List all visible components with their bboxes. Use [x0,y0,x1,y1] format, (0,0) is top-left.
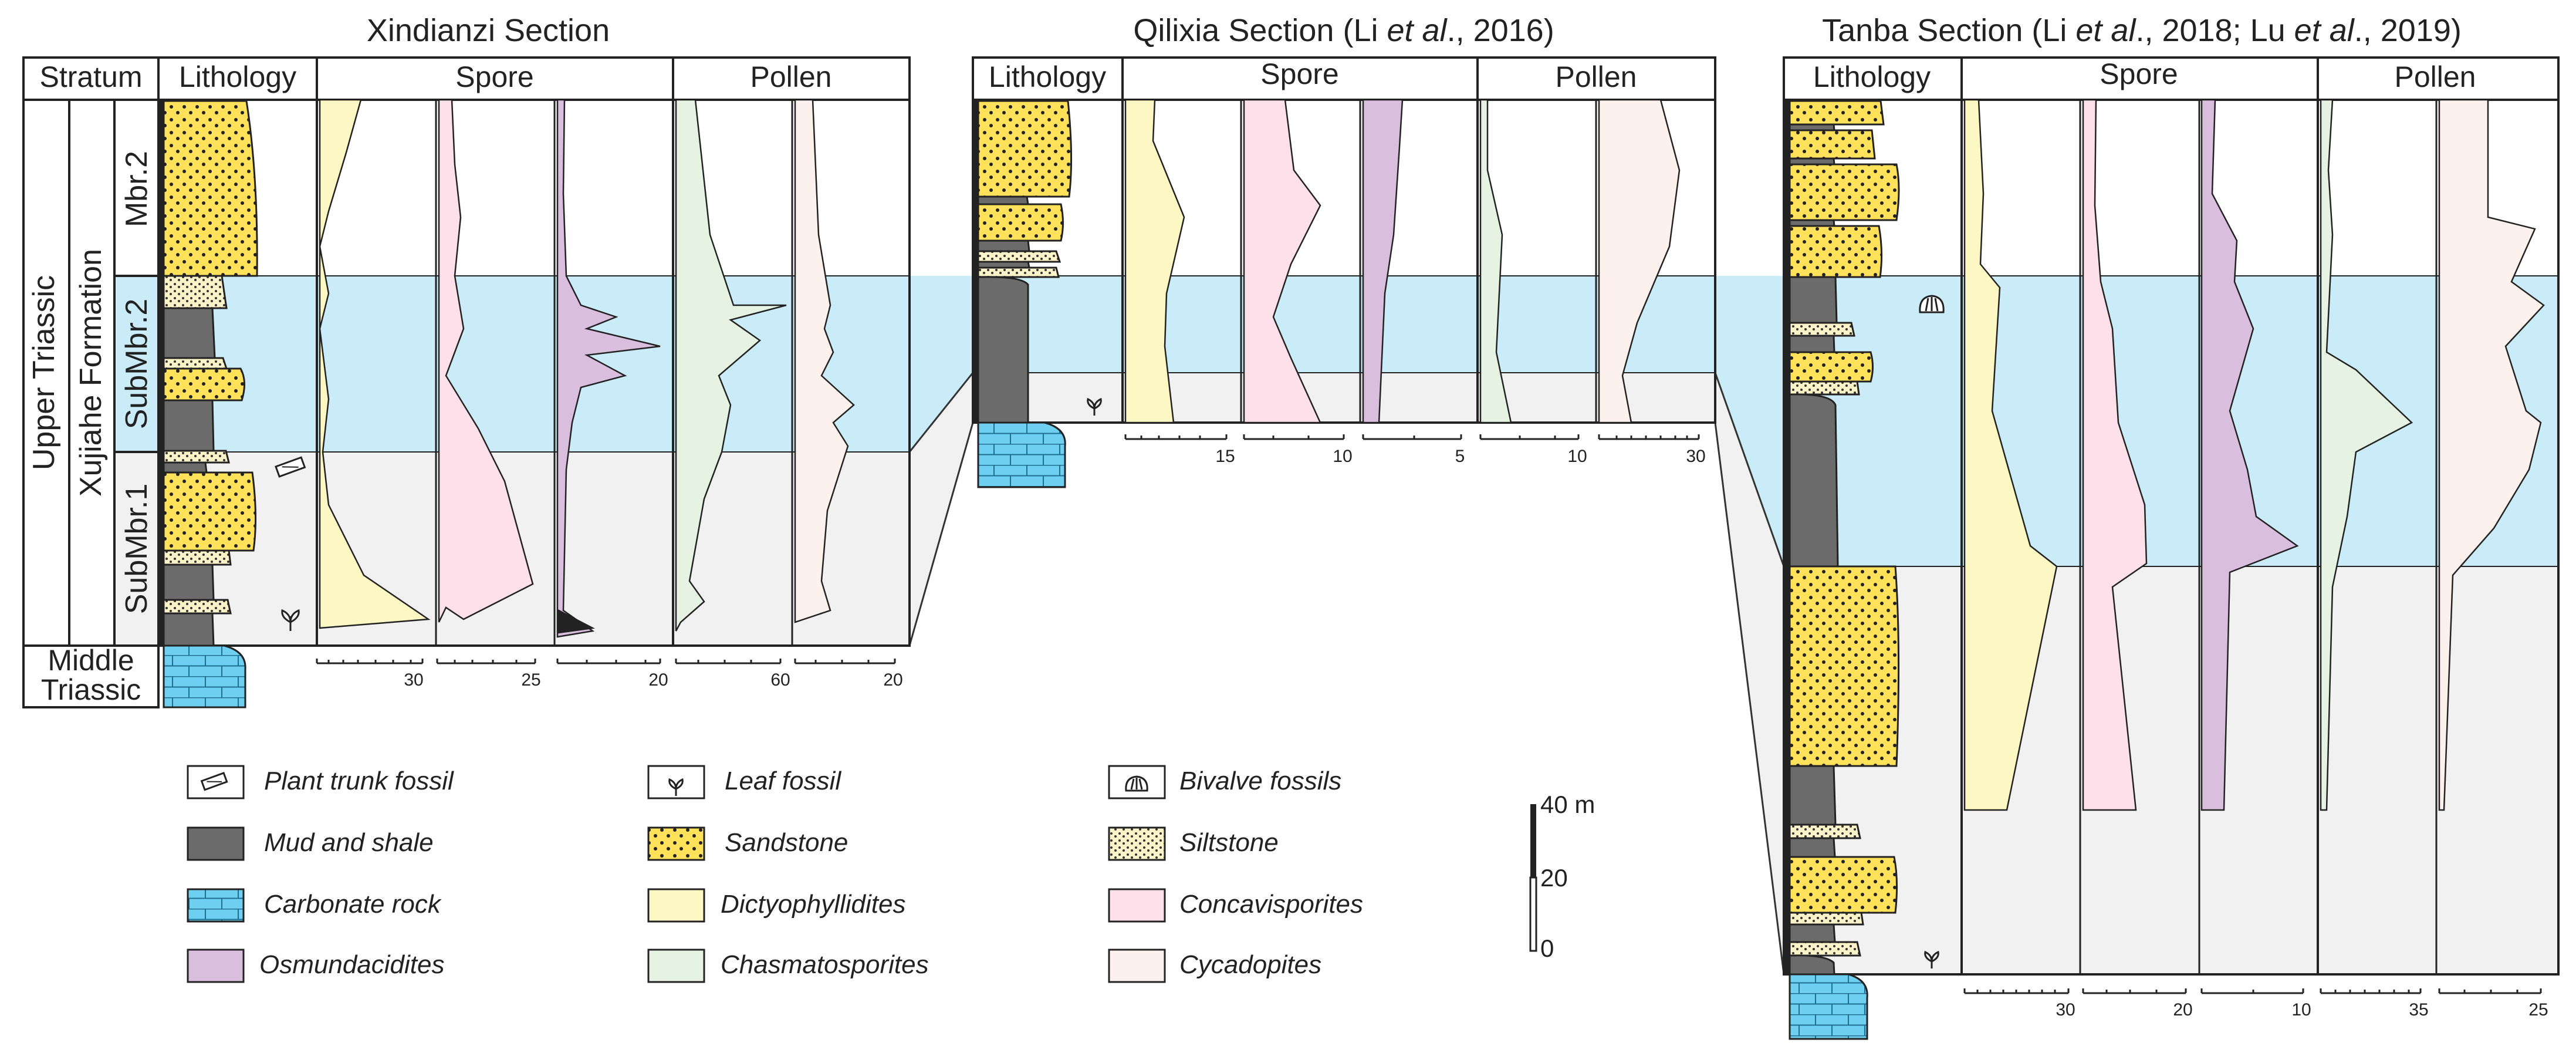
qilixia-scale [1124,434,1700,440]
svg-text:Bivalve fossils: Bivalve fossils [1179,767,1341,795]
member-label-1: Mbr.2 [120,151,154,227]
svg-text:40 m: 40 m [1540,791,1595,818]
xindianzi-headers: Stratum Lithology Spore Pollen [39,60,831,93]
scale-label-q-2: 10 [1333,447,1352,466]
scale-label-x-4: 60 [770,670,790,690]
formation-label: Xujiahe Formation [74,249,108,497]
legend-item-osmundacidites: Osmundacidites [187,949,444,983]
scale-label-q-4: 10 [1567,447,1587,466]
qilixia-scale-labels: 15 10 5 10 30 [1215,447,1705,466]
scale-label-q-1: 15 [1215,447,1235,466]
scale-label-x-3: 20 [648,670,668,690]
zone-backgrounds [114,275,2559,975]
legend-item-chasmatosporites: Chasmatosporites [647,949,929,983]
period-label: Upper Triassic [27,275,61,470]
header-pollen-t: Pollen [2395,60,2476,93]
svg-text:Chasmatosporites: Chasmatosporites [721,950,929,979]
header-spore-q: Spore [1260,58,1338,90]
scale-label-t-2: 20 [2173,1000,2192,1020]
svg-text:Cycadopites: Cycadopites [1179,950,1321,979]
qilixia-headers: Lithology Spore Pollen [989,58,1637,93]
header-lithology-q: Lithology [989,60,1106,93]
legend-item-siltstone: Siltstone [1108,826,1279,861]
qilixia-title: Qilixia Section (Li et al., 2016) [1133,13,1554,48]
scale-label-t-5: 25 [2528,1000,2548,1020]
header-pollen-q: Pollen [1556,60,1637,93]
leaf-fossil-icon-t [1924,950,1939,968]
stratum-labels: Upper Triassic Xujiahe Formation Mbr.2 S… [27,151,154,706]
base-label-2: Triassic [41,673,141,706]
thickness-scale-bar: 40 m 20 0 [1529,791,1595,962]
scale-label-x-5: 20 [883,670,902,690]
tanba-title: Tanba Section (Li et al., 2018; Lu et al… [1822,13,2462,48]
base-label-1: Middle [48,644,134,677]
legend-item-cycadopites: Cycadopites [1108,949,1321,983]
tanba-curves [1963,99,2545,811]
member-label-2: SubMbr.2 [120,299,154,430]
tanba-scale [1963,988,2542,994]
scale-label-t-1: 30 [2056,1000,2075,1020]
tanba-headers: Lithology Spore Pollen [1813,58,2476,93]
xindianzi-lithology [158,100,258,708]
qilixia-curves [1124,99,1681,424]
leaf-fossil-icon-q [1087,397,1102,416]
bivalve-fossil-icon [1919,295,1945,313]
tanba-frame [1783,56,2560,976]
svg-text:Osmundacidites: Osmundacidites [259,950,444,979]
scale-label-x-1: 30 [404,670,423,690]
scale-label-t-4: 35 [2409,1000,2428,1020]
svg-text:Plant trunk fossil: Plant trunk fossil [264,767,454,795]
legend-item-sandstone: Sandstone [647,826,848,861]
leaf-fossil-icon [281,609,300,631]
scale-label-q-3: 5 [1455,447,1465,466]
svg-text:Siltstone: Siltstone [1179,828,1279,857]
legend-item-leaf: Leaf fossil [647,765,841,799]
xindianzi-scale [316,659,896,664]
xindianzi-title: Xindianzi Section [367,13,610,48]
header-spore-x: Spore [455,60,533,93]
legend: Plant trunk fossil Leaf fossil Bivalve f… [187,765,1363,983]
tanba-lithology [1784,100,1900,1040]
qilixia-lithology [973,100,1073,488]
header-stratum: Stratum [39,60,142,93]
svg-text:Concavisporites: Concavisporites [1179,890,1363,919]
tanba-scale-labels: 30 20 10 35 25 [2056,1000,2548,1020]
svg-text:20: 20 [1540,864,1568,892]
legend-item-concavisporites: Concavisporites [1108,888,1363,923]
legend-item-mud: Mud and shale [187,826,434,861]
xindianzi-scale-labels: 30 25 20 60 20 [404,670,902,690]
svg-text:Leaf fossil: Leaf fossil [725,767,841,795]
legend-item-bivalve: Bivalve fossils [1108,765,1341,799]
svg-text:Carbonate rock: Carbonate rock [264,890,442,919]
header-lithology-t: Lithology [1813,60,1931,93]
scale-label-t-3: 10 [2291,1000,2311,1020]
scale-label-q-5: 30 [1686,447,1705,466]
svg-text:Dictyophyllidites: Dictyophyllidites [721,890,905,919]
legend-item-plant-trunk: Plant trunk fossil [187,765,454,799]
svg-text:Sandstone: Sandstone [725,828,848,857]
legend-item-carbonate: Carbonate rock [187,888,442,923]
legend-item-dictyophyllidites: Dictyophyllidites [647,888,905,923]
xindianzi-curves [319,99,855,638]
trunk-fossil-icon [275,456,306,478]
member-label-3: SubMbr.1 [120,484,154,615]
svg-text:0: 0 [1540,934,1554,962]
scale-label-x-2: 25 [521,670,540,690]
header-spore-t: Spore [2100,58,2178,90]
header-lithology-x: Lithology [179,60,296,93]
svg-text:Mud and shale: Mud and shale [264,828,434,857]
header-pollen-x: Pollen [751,60,832,93]
